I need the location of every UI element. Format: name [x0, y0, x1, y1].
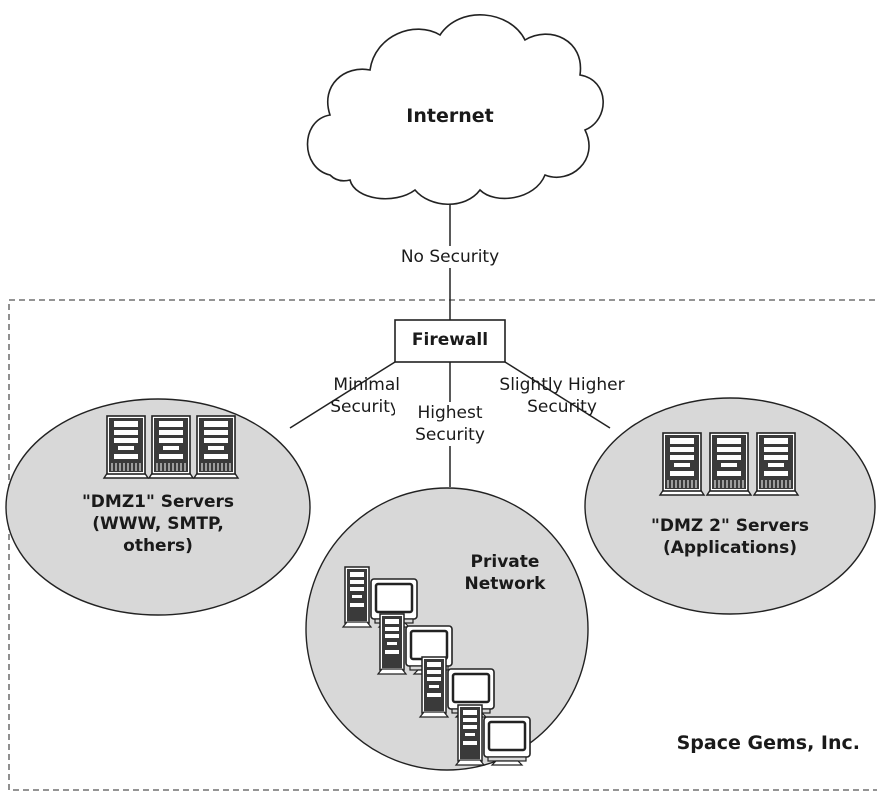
dmz2-server	[753, 432, 799, 496]
highest-security-label: Highest Security	[395, 402, 505, 446]
internet-cloud	[306, 14, 604, 206]
organization-label: Space Gems, Inc.	[676, 732, 860, 754]
link-firewall-dmz1	[289, 361, 396, 429]
dmz2-server	[706, 432, 752, 496]
slightly-higher-security-label: Slightly Higher Security	[499, 375, 625, 417]
minimal-security-label: Minimal Security	[330, 375, 400, 417]
dmz2-label: "DMZ 2" Servers (Applications)	[650, 516, 809, 558]
dmz2-server	[659, 432, 705, 496]
organization-boundary	[8, 299, 877, 791]
dmz1-server	[148, 415, 194, 479]
dmz1-label: "DMZ1" Servers (WWW, SMTP, others)	[81, 492, 235, 556]
firewall-label: Firewall	[411, 330, 489, 350]
firewall-box	[394, 319, 506, 363]
private-network-label: Private Network	[464, 552, 546, 594]
internet-label: Internet	[406, 105, 494, 127]
dmz1-server	[103, 415, 149, 479]
dmz2-zone	[584, 397, 876, 615]
dmz1-server	[193, 415, 239, 479]
link-firewall-dmz2	[504, 361, 611, 429]
no-security-label: No Security	[380, 246, 520, 268]
